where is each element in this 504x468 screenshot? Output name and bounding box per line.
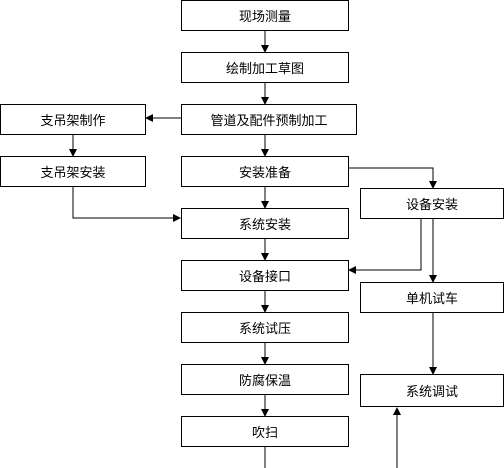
node-survey: 现场测量 bbox=[181, 0, 349, 31]
node-sys-install-label: 系统安装 bbox=[238, 218, 291, 233]
node-survey-label: 现场测量 bbox=[238, 10, 291, 25]
node-equip-connect: 设备接口 bbox=[181, 260, 349, 291]
node-single-test: 单机试车 bbox=[360, 282, 504, 313]
node-equip-install: 设备安装 bbox=[360, 188, 504, 219]
node-support-fab: 支吊架制作 bbox=[0, 104, 146, 135]
node-drawing-label: 绘制加工草图 bbox=[225, 62, 304, 77]
arrow-support-install-to-sys-install bbox=[72, 186, 181, 222]
node-equip-connect-label: 设备接口 bbox=[238, 270, 291, 285]
node-prefab-label: 管道及配件预制加工 bbox=[210, 114, 328, 129]
node-pressure-test: 系统试压 bbox=[181, 312, 349, 343]
arrow-prep-to-equip-install bbox=[348, 167, 437, 189]
node-commissioning: 系统调试 bbox=[360, 374, 504, 407]
node-prep: 安装准备 bbox=[181, 156, 349, 187]
node-prep-label: 安装准备 bbox=[238, 166, 291, 181]
node-support-install-label: 支吊架安装 bbox=[40, 166, 106, 181]
node-equip-install-label: 设备安装 bbox=[405, 198, 458, 213]
node-support-install: 支吊架安装 bbox=[0, 156, 146, 187]
node-support-fab-label: 支吊架制作 bbox=[40, 114, 106, 129]
node-sys-install: 系统安装 bbox=[181, 208, 349, 239]
node-anticorrosion: 防腐保温 bbox=[181, 364, 349, 395]
arrow-equip-install-to-connect bbox=[348, 218, 422, 274]
node-single-test-label: 单机试车 bbox=[405, 292, 458, 307]
node-purge: 吹扫 bbox=[181, 416, 349, 447]
node-commissioning-label: 系统调试 bbox=[405, 385, 458, 400]
node-anticorrosion-label: 防腐保温 bbox=[238, 374, 291, 389]
node-prefab: 管道及配件预制加工 bbox=[181, 104, 357, 135]
node-drawing: 绘制加工草图 bbox=[181, 52, 349, 83]
node-purge-label: 吹扫 bbox=[251, 426, 278, 441]
node-pressure-test-label: 系统试压 bbox=[238, 322, 291, 337]
